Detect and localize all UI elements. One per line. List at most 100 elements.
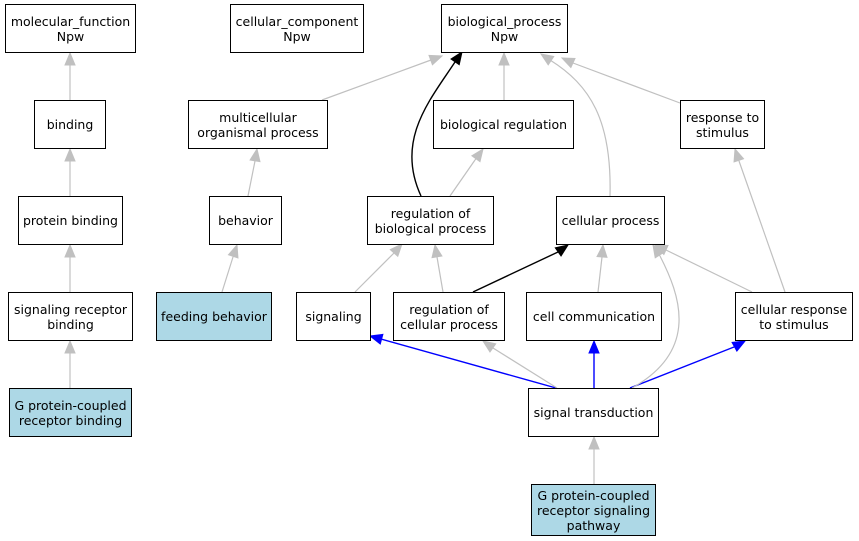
node-label: protein binding (22, 213, 118, 228)
edge-line (321, 59, 432, 101)
node-label: behavior (218, 213, 273, 228)
edge-arrowhead (64, 147, 76, 162)
node-label: G protein-coupled receptor signaling pat… (536, 487, 651, 533)
node-cellular-process[interactable]: cellular process (556, 196, 665, 245)
edge-line (247, 160, 256, 197)
node-label: cellular response to stimulus (740, 301, 848, 332)
edge-arrowhead (249, 147, 261, 163)
edge-line (665, 249, 753, 293)
edge-gpcr-signaling-pathway-to-signal-transduction (588, 435, 600, 484)
edge-gpcr-binding-to-signaling-receptor-binding (64, 339, 76, 388)
edge-connector (549, 59, 552, 62)
node-gpcr-signaling-pathway[interactable]: G protein-coupled receptor signaling pat… (531, 484, 656, 536)
node-label: regulation of cellular process (400, 301, 498, 332)
node-label: cellular_component Npw (235, 13, 359, 44)
edge-arrowhead (596, 243, 608, 258)
edge-feeding-behavior-to-behavior (221, 243, 239, 293)
node-label: signaling (305, 309, 362, 324)
edge-cell-communication-to-cellular-process (596, 243, 608, 293)
edge-arrowhead (731, 340, 747, 353)
edge-line (549, 59, 611, 197)
edge-line (380, 338, 557, 389)
edge-regulation-of-cellular-process-to-regulation-of-biological-process (431, 243, 444, 293)
node-cell-communication[interactable]: cell communication (526, 292, 662, 341)
edge-signaling-receptor-binding-to-protein-binding (64, 243, 76, 292)
edge-signaling-to-regulation-of-biological-process (354, 243, 403, 293)
node-feeding-behavior[interactable]: feeding behavior (156, 292, 272, 341)
edge-arrowhead (588, 339, 600, 354)
edge-cellular-process-to-biological-process (539, 53, 611, 197)
node-cellular-component[interactable]: cellular_component Npw (230, 4, 364, 53)
node-regulation-of-cellular-process[interactable]: regulation of cellular process (393, 292, 505, 341)
edge-connector (658, 254, 661, 257)
edge-behavior-to-multicellular-organismal-process (247, 147, 261, 197)
edge-arrowhead (733, 147, 745, 163)
node-binding[interactable]: binding (34, 100, 106, 149)
node-label: biological_process Npw (447, 13, 562, 44)
edge-arrowhead (588, 435, 600, 450)
node-label: signal transduction (533, 405, 654, 420)
edge-line (597, 256, 603, 293)
node-label: biological regulation (439, 117, 568, 132)
edge-signal-transduction-to-regulation-of-cellular-process (481, 340, 558, 389)
edge-signal-transduction-to-cell-communication (588, 339, 600, 388)
edge-protein-binding-to-binding (64, 147, 76, 196)
edge-signal-transduction-to-cellular-response-to-stimulus (629, 340, 747, 389)
edge-line (436, 256, 444, 293)
node-label: regulation of biological process (374, 205, 487, 236)
edge-binding-to-molecular-function (64, 51, 76, 100)
edge-line (629, 346, 735, 389)
edge-arrowhead (64, 51, 76, 66)
edge-response-to-stimulus-to-biological-process (560, 57, 681, 104)
node-label: multicellular organismal process (197, 109, 319, 140)
edge-arrowhead (539, 53, 555, 66)
node-label: cell communication (532, 309, 656, 324)
edge-line (631, 255, 680, 389)
edge-line (354, 252, 395, 293)
edge-line (472, 251, 559, 293)
edge-line (492, 347, 558, 389)
node-protein-binding[interactable]: protein binding (18, 196, 123, 245)
edge-arrowhead (227, 243, 239, 259)
edge-arrowhead (481, 340, 497, 353)
node-cellular-response-to-stimulus[interactable]: cellular response to stimulus (735, 292, 853, 341)
edge-regulation-of-biological-process-to-biological-process (411, 50, 463, 197)
edge-cellular-response-to-stimulus-to-cellular-process (653, 244, 753, 293)
edge-arrowhead (554, 244, 570, 257)
edge-cellular-response-to-stimulus-to-response-to-stimulus (733, 147, 786, 293)
edge-signal-transduction-to-cellular-process (631, 243, 680, 389)
node-signaling-receptor-binding[interactable]: signaling receptor binding (8, 292, 133, 341)
edge-connector (474, 158, 477, 161)
edge-biological-regulation-to-biological-process (498, 51, 510, 100)
node-gpcr-binding[interactable]: G protein-coupled receptor binding (9, 388, 132, 437)
node-behavior[interactable]: behavior (209, 196, 282, 245)
node-regulation-of-biological-process[interactable]: regulation of biological process (367, 196, 494, 245)
node-biological-regulation[interactable]: biological regulation (433, 100, 574, 149)
edge-arrowhead (64, 243, 76, 258)
node-response-to-stimulus[interactable]: response to stimulus (680, 100, 765, 149)
node-label: feeding behavior (161, 309, 267, 324)
edge-regulation-of-biological-process-to-biological-regulation (449, 147, 484, 197)
node-label: binding (46, 117, 94, 132)
edge-line (411, 61, 456, 197)
node-label: cellular process (561, 213, 660, 228)
edge-line (221, 256, 234, 293)
node-molecular-function[interactable]: molecular_function Npw (5, 4, 136, 53)
edge-line (738, 160, 786, 293)
edge-arrowhead (498, 51, 510, 66)
node-label: signaling receptor binding (13, 301, 128, 332)
edge-arrowhead (450, 50, 463, 66)
node-multicellular-organismal-process[interactable]: multicellular organismal process (188, 100, 328, 149)
edge-multicellular-organismal-process-to-biological-process (321, 54, 444, 101)
edge-arrowhead (64, 339, 76, 354)
edge-line (449, 159, 476, 197)
node-label: molecular_function Npw (10, 13, 131, 44)
edge-arrowhead (431, 243, 443, 259)
node-label: G protein-coupled receptor binding (14, 397, 127, 428)
node-signal-transduction[interactable]: signal transduction (528, 388, 659, 437)
node-signaling[interactable]: signaling (296, 292, 371, 341)
edge-line (572, 62, 681, 104)
edge-signal-transduction-to-signaling (368, 333, 557, 389)
node-biological-process[interactable]: biological_process Npw (441, 4, 568, 53)
